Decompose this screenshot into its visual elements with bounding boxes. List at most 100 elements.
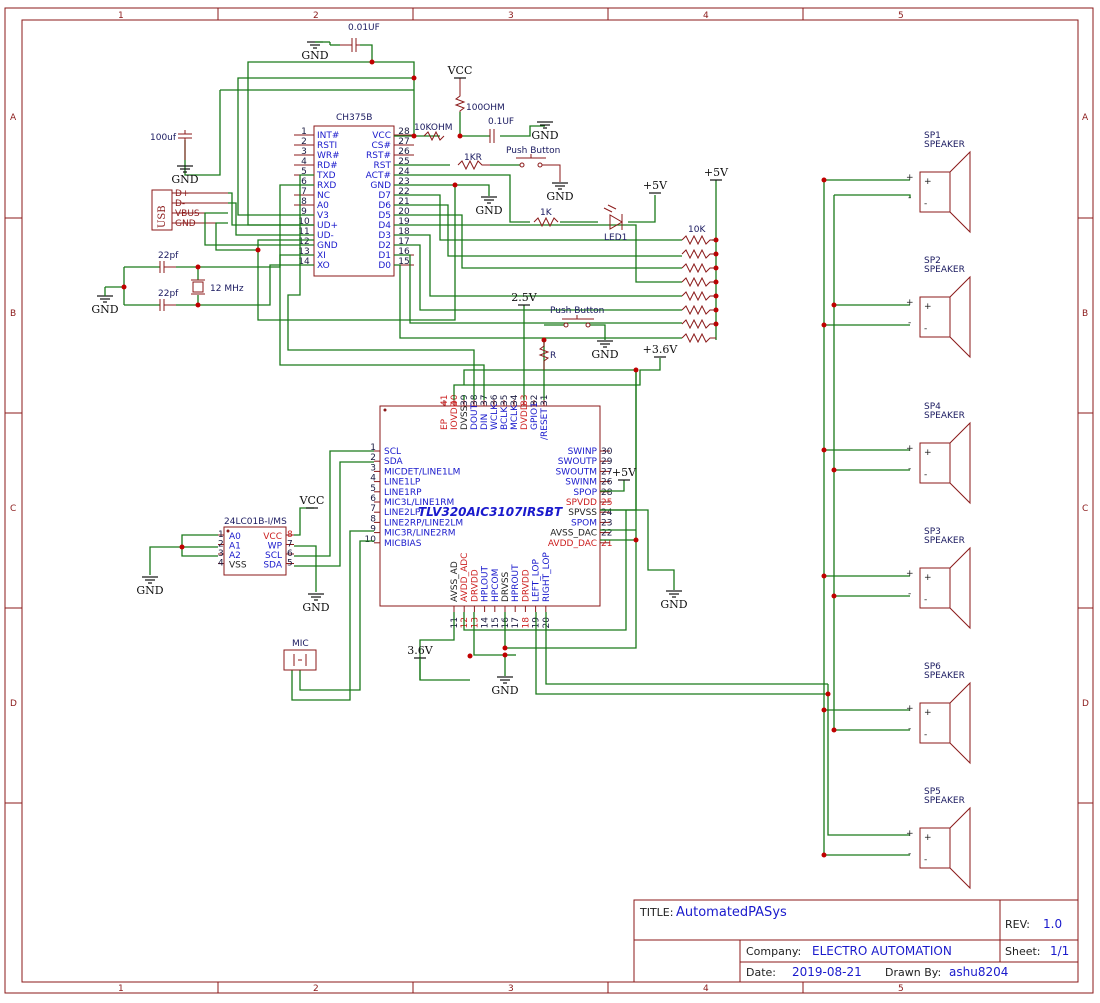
eeprom-pin-name: A1 — [229, 542, 241, 552]
gnd-crystal-label: GND — [91, 303, 118, 316]
tlv-pin-name: HPLOUT — [481, 565, 491, 602]
speakers: +-+-SP1SPEAKER+-+-SP2SPEAKER+-+-SP4SPEAK… — [906, 131, 971, 890]
resistor-10k — [681, 234, 716, 246]
tlv-pin-name: AVDD_ADC — [460, 553, 470, 602]
ch375b-pin-num: 15 — [398, 257, 409, 267]
ch375b-pin-name: D7 — [378, 191, 391, 201]
date-label: Date: — [746, 966, 776, 979]
eeprom-name: 24LC01B-I/MS — [224, 517, 287, 527]
ch375b-pin-name: VCC — [372, 131, 391, 141]
push-button-1-label: Push Button — [506, 146, 560, 156]
ch375b-pin-name: D5 — [378, 211, 391, 221]
tlv-pin-name: SDA — [384, 457, 403, 467]
sheet-value: 1/1 — [1050, 944, 1069, 958]
tlv-pin-num: 18 — [521, 617, 531, 629]
ch375b-pin-name: D4 — [378, 221, 391, 231]
speaker-ref: SP1 — [924, 131, 941, 141]
tlv-pin-num: 32 — [530, 395, 540, 406]
tlv-pin-name: SWINM — [565, 478, 597, 488]
row-b-right: B — [1082, 309, 1088, 319]
speaker-name: SPEAKER — [924, 411, 965, 421]
speaker-plus: + — [906, 704, 914, 714]
gnd-tlv-right-label: GND — [660, 598, 687, 611]
speaker-plus-inner: + — [924, 448, 932, 458]
resistor-10k — [681, 332, 716, 344]
tlv-pin-name: RIGHT_LOP — [542, 552, 552, 602]
speaker-plus-inner: + — [924, 833, 932, 843]
ch375b-pin-name: XO — [317, 261, 330, 271]
tlv-pin-name: DRVDD — [470, 569, 480, 602]
ch375b-pin-name: D6 — [378, 201, 391, 211]
row-b-left: B — [10, 309, 16, 319]
eeprom-pin-num: 3 — [218, 549, 224, 559]
sheet-label: Sheet: — [1005, 945, 1041, 958]
title-value: AutomatedPASys — [676, 905, 787, 920]
drawn-value: ashu8204 — [949, 965, 1008, 979]
ch375b-pin-name: RSTI — [317, 141, 337, 151]
tlv-pin-num: 2 — [370, 453, 376, 463]
speaker-ref: SP6 — [924, 662, 941, 672]
ch375b-pin-name: CS# — [371, 141, 391, 151]
ch375b-pin-num: 22 — [398, 187, 409, 197]
tlv-pin-num: 7 — [370, 504, 376, 514]
col-4-bottom: 4 — [703, 984, 709, 994]
col-2-top: 2 — [313, 11, 319, 21]
ch375b-pin-name: WR# — [317, 151, 340, 161]
tlv-pin-num: 9 — [370, 525, 376, 535]
res-1k-label: 1K — [540, 208, 553, 218]
crystal-label: 12 MHz — [210, 284, 244, 294]
speaker-plus: + — [906, 569, 914, 579]
cap-22pf-a-label: 22pf — [158, 251, 179, 261]
gnd-ch375-label: GND — [475, 204, 502, 217]
tlv-pin-name: HPROUT — [511, 564, 521, 602]
speaker-name: SPEAKER — [924, 140, 965, 150]
tlv-pin-num: 28 — [601, 488, 613, 498]
speaker-name: SPEAKER — [924, 671, 965, 681]
gnd-tlv-label: GND — [491, 684, 518, 697]
usb-label: USB — [157, 205, 168, 228]
tlv-pin-num: 38 — [470, 394, 480, 406]
ch375b-pin-num: 11 — [298, 227, 309, 237]
vcc-eeprom-label: VCC — [299, 494, 325, 507]
tlv-pin-num: 13 — [470, 617, 480, 628]
res-10kohm-label: 10KOHM — [414, 123, 452, 133]
speaker-minus-inner: - — [924, 730, 927, 740]
gnd-top-cap-label: GND — [301, 49, 328, 62]
res-10k-label: 10K — [688, 225, 706, 235]
tlv-pin-num: 36 — [490, 394, 500, 406]
ch375b-pin-name: D1 — [378, 251, 391, 261]
ch375b-pin-name: ACT# — [366, 171, 391, 181]
row-d-left: D — [10, 699, 17, 709]
tlv-pin-num: 40 — [450, 394, 460, 406]
tlv-pin-num: 34 — [510, 394, 520, 406]
tlv-pin-name: LEFT_LOP — [532, 559, 542, 602]
speaker-minus: - — [908, 318, 911, 328]
tlv-pin-name: LINE2LP — [384, 508, 421, 518]
tlv-pin-num: 41 — [440, 395, 450, 406]
speaker-name: SPEAKER — [924, 265, 965, 275]
p5v-rarray-label: +5V — [704, 166, 729, 179]
ch375b-pin-num: 10 — [298, 217, 310, 227]
wires — [105, 44, 911, 856]
ch375b-pin-name: TXD — [316, 171, 336, 181]
ch375b-pin-num: 5 — [301, 167, 307, 177]
speaker-minus: - — [908, 724, 911, 734]
ch375b-pin-name: GND — [317, 241, 338, 251]
usb-pin-dplus: D+ — [175, 189, 189, 199]
ch375b-pin-name: UD- — [317, 231, 334, 241]
ch375b-pin-name: NC — [317, 191, 330, 201]
speaker-plus-inner: + — [924, 302, 932, 312]
tlv-pin-num: 37 — [480, 395, 490, 406]
eeprom-pin-name: WP — [268, 542, 283, 552]
tlv-pin-name: DOUT — [470, 403, 480, 430]
tlv-pin-num: 39 — [460, 394, 470, 406]
speaker-minus-inner: - — [924, 470, 927, 480]
company-label: Company: — [746, 945, 801, 958]
p25v-label: 2.5V — [511, 291, 537, 304]
col-3-bottom: 3 — [508, 984, 514, 994]
